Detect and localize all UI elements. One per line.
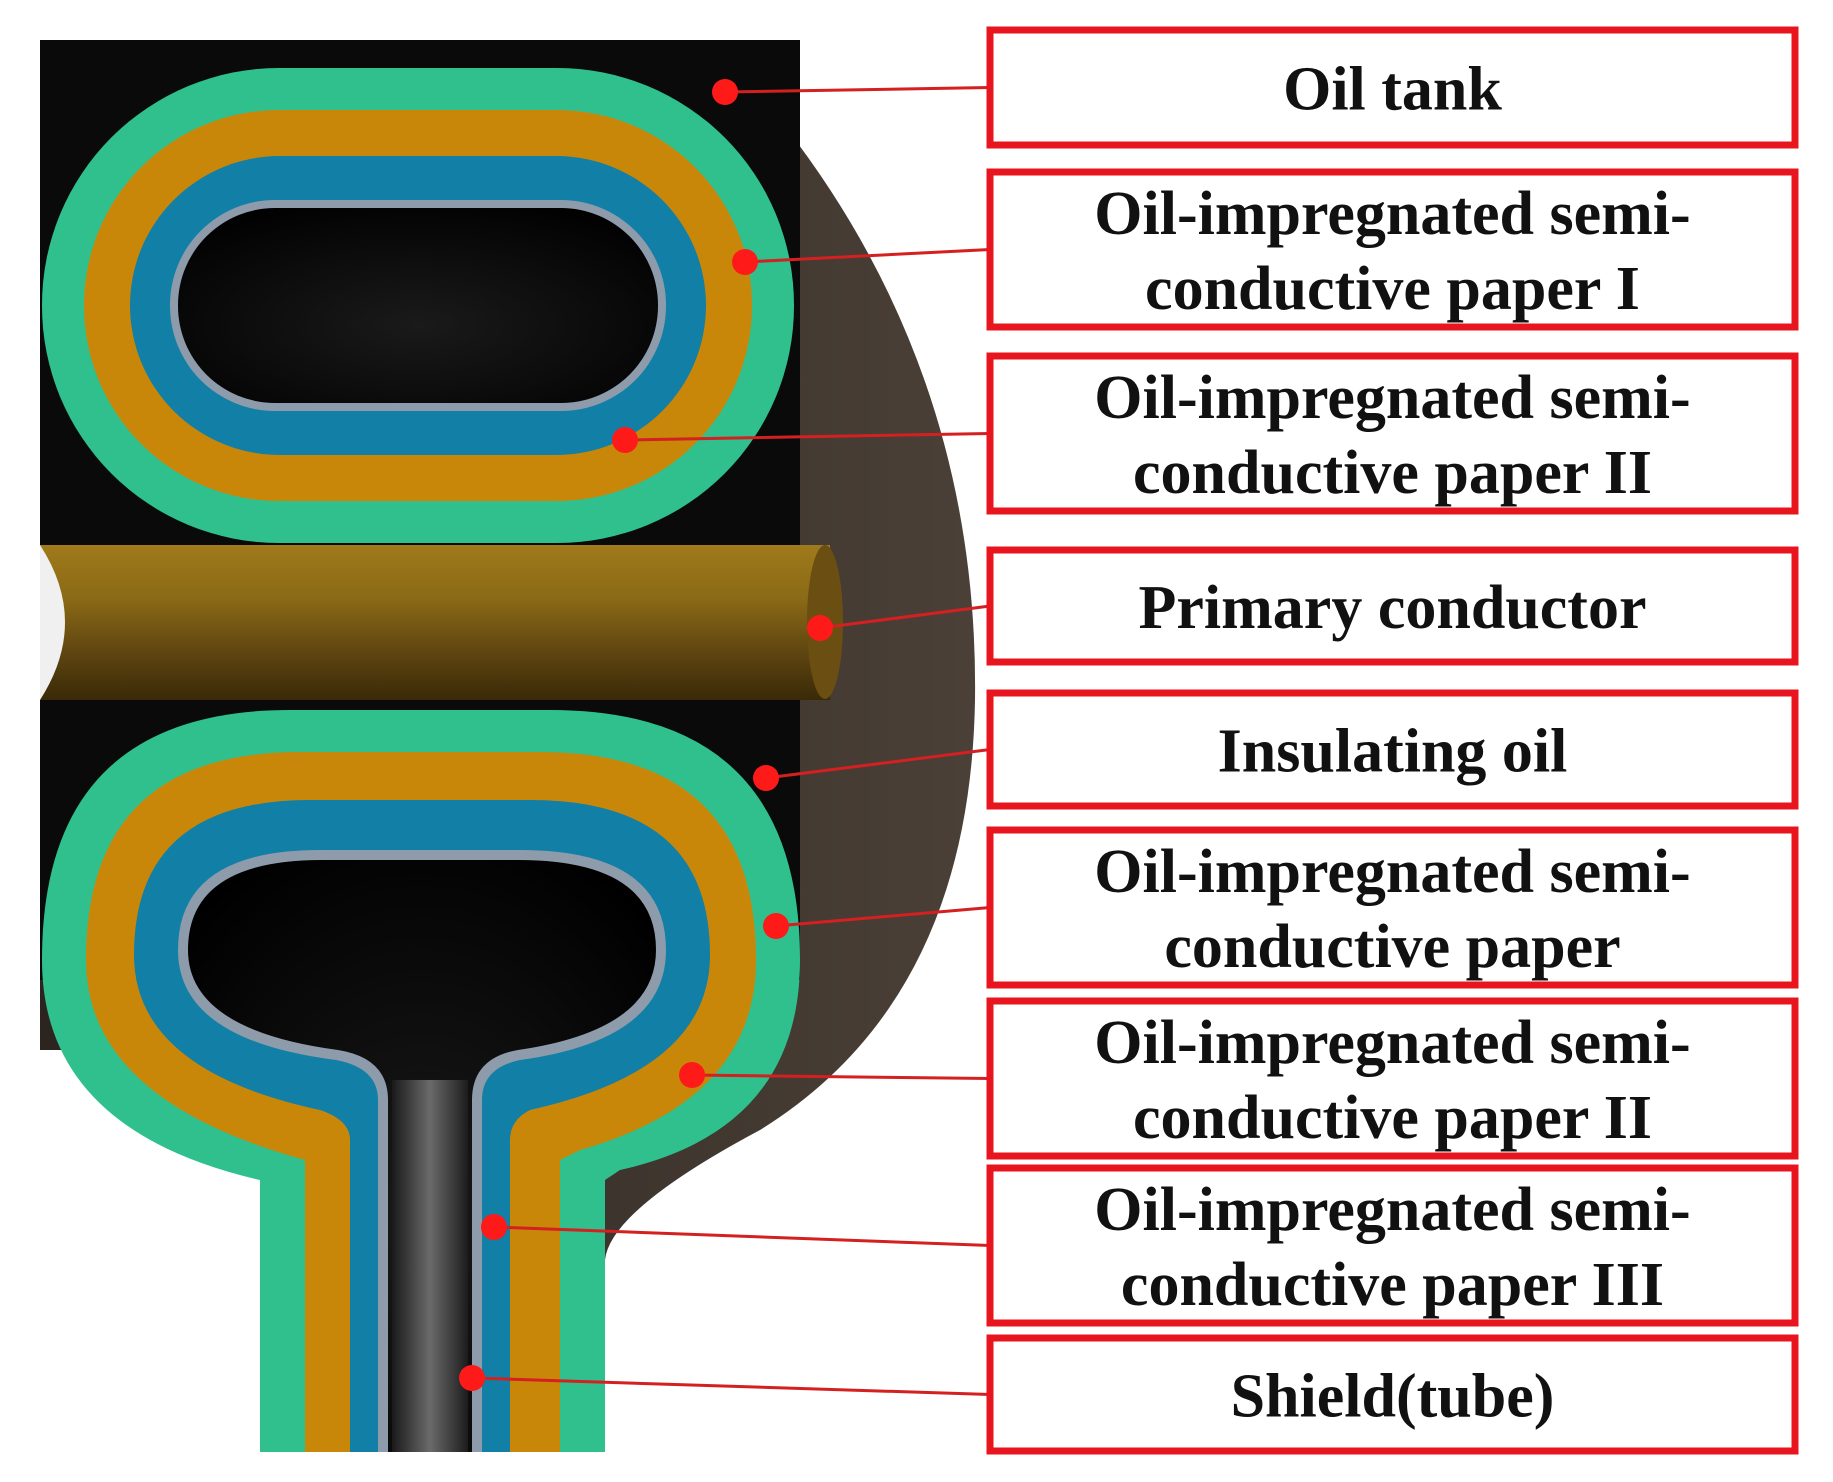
label-box [986, 689, 1799, 810]
label-shield-tube-9: Shield(tube) [986, 1334, 1799, 1455]
marker-dot-oil-tank-1 [712, 79, 738, 105]
label-oil-impregnated-semi-conductive-paper-ii-7: Oil-impregnated semi-conductive paper II [986, 997, 1799, 1160]
leader-line-oil-impregnated-semi-conductive-paper-ii-7 [691, 1073, 991, 1080]
marker-dot-shield-tube-9 [459, 1365, 485, 1391]
marker-dot-insulating-oil-5 [753, 765, 779, 791]
marker-dot-oil-impregnated-semi-conductive-paper-6 [763, 913, 789, 939]
leader-line-insulating-oil-5 [765, 748, 991, 780]
label-text-line: conductive paper III [1121, 1251, 1664, 1319]
label-text-line: conductive paper II [1133, 439, 1652, 507]
leader-line-oil-impregnated-semi-conductive-paper-6 [775, 906, 991, 928]
label-insulating-oil-5: Insulating oil [986, 689, 1799, 810]
label-text-line: Oil tank [1283, 56, 1502, 124]
marker-dot-oil-impregnated-semi-conductive-paper-ii-7 [679, 1062, 705, 1088]
upper-paper-ring [42, 68, 794, 543]
label-oil-impregnated-semi-conductive-paper-ii-3: Oil-impregnated semi-conductive paper II [986, 352, 1799, 515]
leader-lines [459, 79, 991, 1396]
label-text-line: Oil-impregnated semi- [1094, 1176, 1690, 1244]
label-box [986, 352, 1799, 515]
label-primary-conductor-4: Primary conductor [986, 546, 1799, 666]
label-text-line: Primary conductor [1139, 574, 1647, 642]
label-oil-tank-1: Oil tank [986, 26, 1799, 149]
label-oil-impregnated-semi-conductive-paper-i-2: Oil-impregnated semi-conductive paper I [986, 168, 1799, 331]
label-box [986, 26, 1799, 149]
label-text-line: Oil-impregnated semi- [1094, 1009, 1690, 1077]
label-box [986, 997, 1799, 1160]
label-text-line: Shield(tube) [1231, 1363, 1555, 1431]
marker-dot-primary-conductor-4 [807, 615, 833, 641]
leader-line-shield-tube-9 [471, 1376, 991, 1396]
label-text-line: Oil-impregnated semi- [1094, 180, 1690, 248]
leader-line-oil-impregnated-semi-conductive-paper-ii-3 [624, 432, 991, 442]
label-oil-impregnated-semi-conductive-paper-iii-8: Oil-impregnated semi-conductive paper II… [986, 1164, 1799, 1327]
label-text-line: Insulating oil [1218, 718, 1568, 786]
label-text-line: conductive paper II [1133, 1084, 1652, 1152]
upper-cavity [178, 208, 658, 403]
label-box [986, 546, 1799, 666]
leader-line-oil-impregnated-semi-conductive-paper-iii-8 [493, 1225, 991, 1247]
label-text-line: conductive paper I [1145, 255, 1640, 323]
primary-conductor [40, 545, 843, 700]
marker-dot-oil-impregnated-semi-conductive-paper-i-2 [732, 249, 758, 275]
label-oil-impregnated-semi-conductive-paper-6: Oil-impregnated semi-conductive paper [986, 826, 1799, 989]
label-text-line: Oil-impregnated semi- [1094, 364, 1690, 432]
shield-tube [392, 1080, 468, 1452]
label-text-line: Oil-impregnated semi- [1094, 838, 1690, 906]
leader-line-primary-conductor-4 [819, 604, 991, 630]
leader-line-oil-impregnated-semi-conductive-paper-i-2 [744, 248, 991, 264]
label-box [986, 168, 1799, 331]
label-box [986, 1334, 1799, 1455]
marker-dot-oil-impregnated-semi-conductive-paper-ii-3 [612, 427, 638, 453]
lower-paper-ring [42, 710, 800, 1452]
label-box [986, 826, 1799, 989]
marker-dot-oil-impregnated-semi-conductive-paper-iii-8 [481, 1214, 507, 1240]
leader-line-oil-tank-1 [724, 86, 991, 94]
label-text-line: conductive paper [1164, 913, 1620, 981]
label-box [986, 1164, 1799, 1327]
